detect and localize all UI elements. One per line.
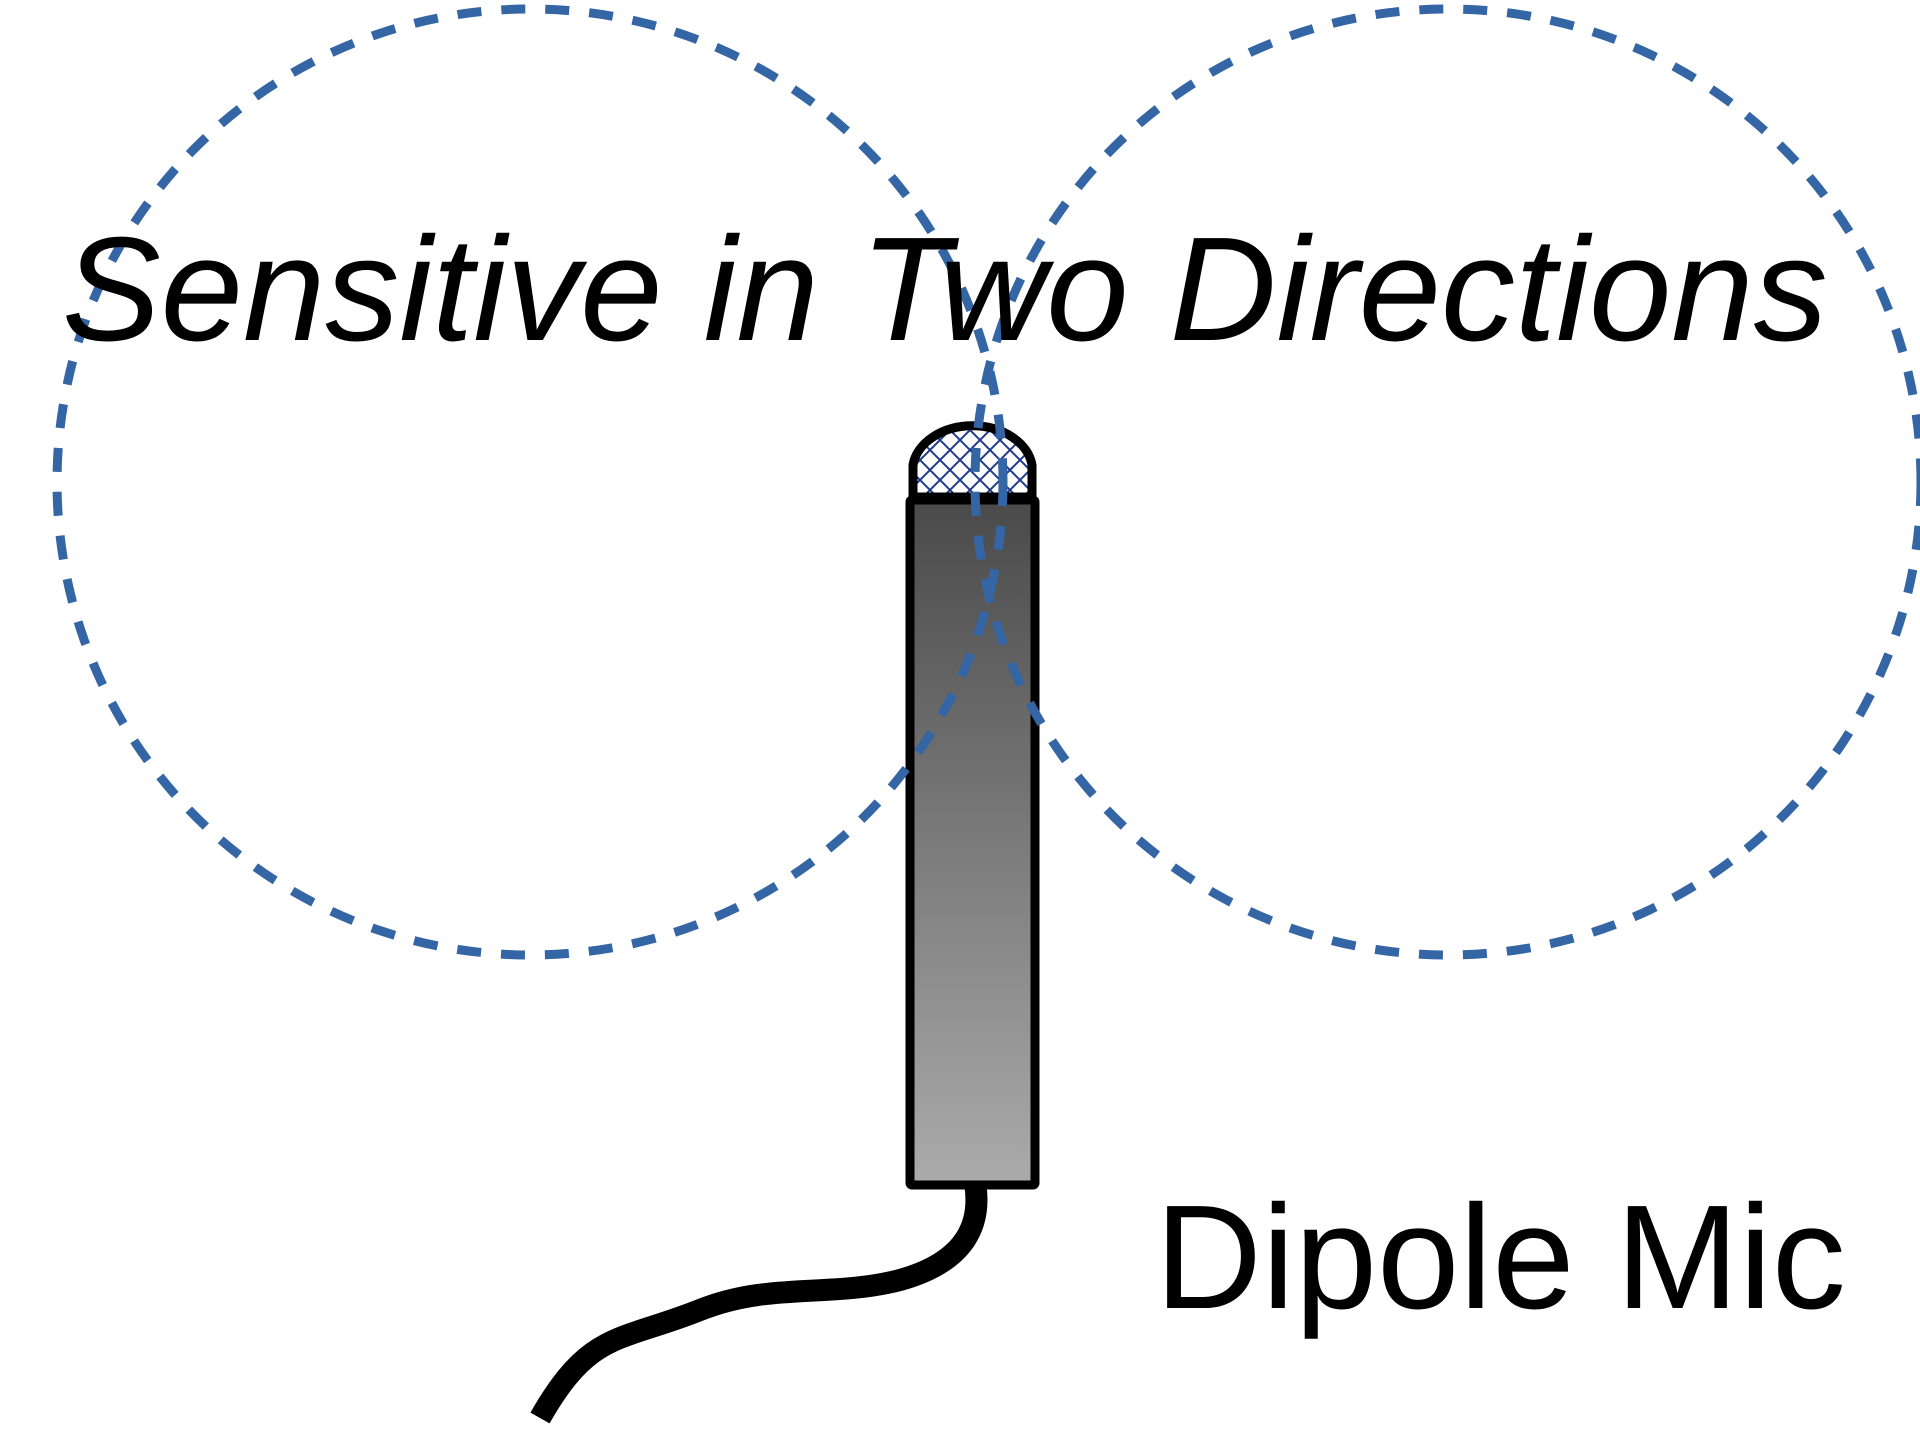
diagram-title: Sensitive in Two Directions <box>62 207 1828 372</box>
mic-body <box>905 495 1040 1190</box>
mic-label: Dipole Mic <box>1155 1175 1846 1340</box>
mic-cable <box>530 1181 988 1424</box>
polar-lobe-right <box>970 4 1920 960</box>
polar-lobe-left <box>52 4 1008 960</box>
